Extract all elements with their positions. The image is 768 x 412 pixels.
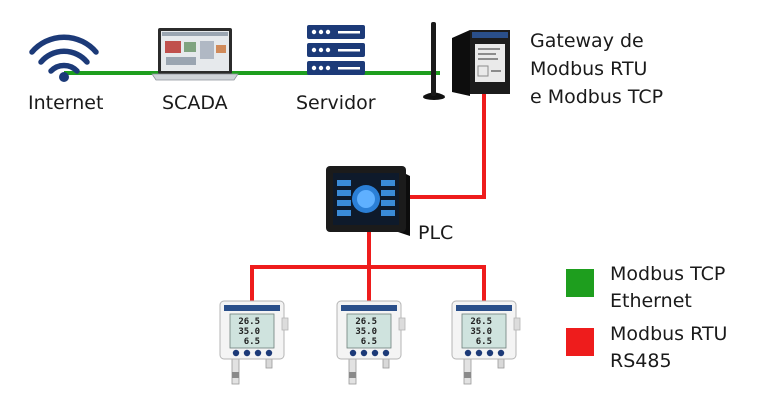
gateway-label-line-1: Gateway de: [530, 30, 644, 52]
sensor-reading: 6.5: [476, 337, 492, 347]
sensor-reading: 26.5: [355, 317, 377, 327]
legend-rtu-line-1: Modbus RTU: [610, 323, 728, 345]
sensor-reading: 26.5: [470, 317, 492, 327]
sensor-reading: 26.5: [238, 317, 260, 327]
plc-label: PLC: [418, 222, 454, 244]
server-icon: [307, 25, 365, 75]
gateway-router-icon: [423, 22, 510, 100]
sensor-device-icon: 26.535.06.5: [336, 300, 406, 385]
legend-tcp-line-1: Modbus TCP: [610, 263, 726, 285]
internet-label: Internet: [28, 92, 104, 114]
sensor-reading: 6.5: [244, 337, 260, 347]
servidor-label: Servidor: [296, 92, 376, 114]
plc-hmi-icon: [326, 166, 410, 236]
wifi-icon: [29, 34, 99, 82]
sensor-reading: 35.0: [355, 327, 377, 337]
sensor-reading: 35.0: [238, 327, 260, 337]
legend-rtu-line-2: RS485: [610, 350, 672, 372]
sensor-reading: 6.5: [361, 337, 377, 347]
rs485-links: [250, 94, 486, 301]
sensor-reading: 35.0: [470, 327, 492, 337]
gateway-label-line-3: e Modbus TCP: [530, 86, 664, 108]
sensor-group: 26.535.06.526.535.06.526.535.06.5: [219, 300, 521, 385]
legend-swatch-rtu: [566, 328, 594, 356]
legend-swatch-tcp: [566, 269, 594, 297]
gateway-label-line-2: Modbus RTU: [530, 58, 648, 80]
laptop-icon: [151, 28, 239, 81]
legend-tcp-line-2: Ethernet: [610, 290, 692, 312]
sensor-device-icon: 26.535.06.5: [219, 300, 289, 385]
scada-label: SCADA: [162, 92, 228, 114]
sensor-device-icon: 26.535.06.5: [451, 300, 521, 385]
